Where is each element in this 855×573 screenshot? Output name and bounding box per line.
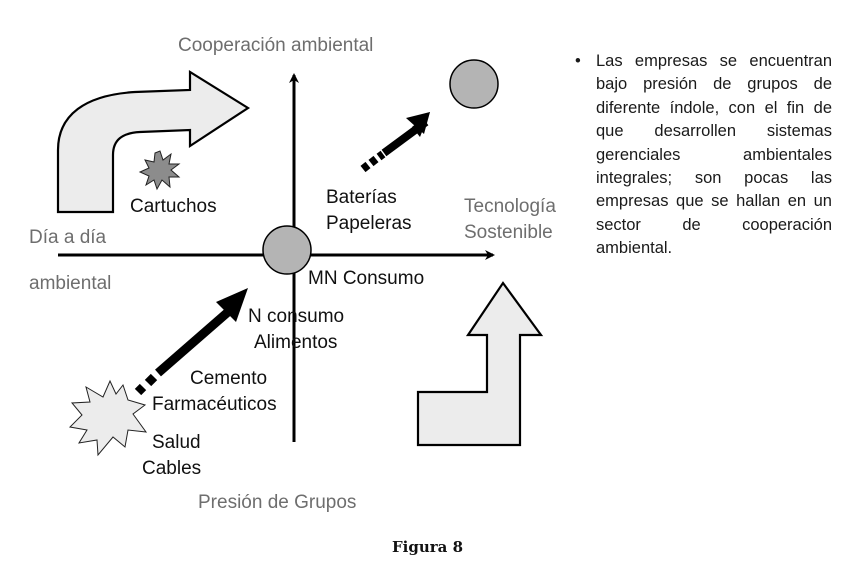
axis-label-top: Cooperación ambiental [178,35,373,56]
sector-label-cartuchos: Cartuchos [130,196,217,217]
axis-label-right-line2: Sostenible [464,222,553,243]
axis-label-bottom: Presión de Grupos [198,492,356,513]
sector-label-baterias: Baterías [326,187,397,208]
sector-label-mn-consumo: MN Consumo [308,268,424,289]
starburst-light-icon [68,379,148,457]
sector-label-papeleras: Papeleras [326,213,412,234]
axis-label-left-line1: Día a día [29,227,107,248]
target-circle [449,59,499,109]
side-paragraph: • Las empresas se encuentran bajo presió… [575,50,832,261]
center-circle [262,225,312,275]
diagonal-arrow-upper [360,112,430,173]
figure-caption: Figura 8 [391,538,464,556]
diagonal-arrow-lower [134,288,248,396]
axis-label-left-line2: ambiental [29,273,111,294]
sector-label-cemento: Cemento [190,368,267,389]
l-arrow-shape [416,281,544,447]
sector-label-salud: Salud [152,432,201,453]
sector-label-farmaceuticos: Farmacéuticos [152,394,277,415]
sector-label-alimentos: Alimentos [254,332,337,353]
bullet-icon: • [575,52,581,70]
sector-label-n-consumo: N consumo [248,306,344,327]
curved-arrow-shape [56,70,251,214]
side-paragraph-text: Las empresas se encuentran bajo presión … [596,52,832,258]
axis-label-right-line1: Tecnología [464,196,556,217]
starburst-dark-icon [138,150,181,191]
sector-label-cables: Cables [142,458,201,479]
